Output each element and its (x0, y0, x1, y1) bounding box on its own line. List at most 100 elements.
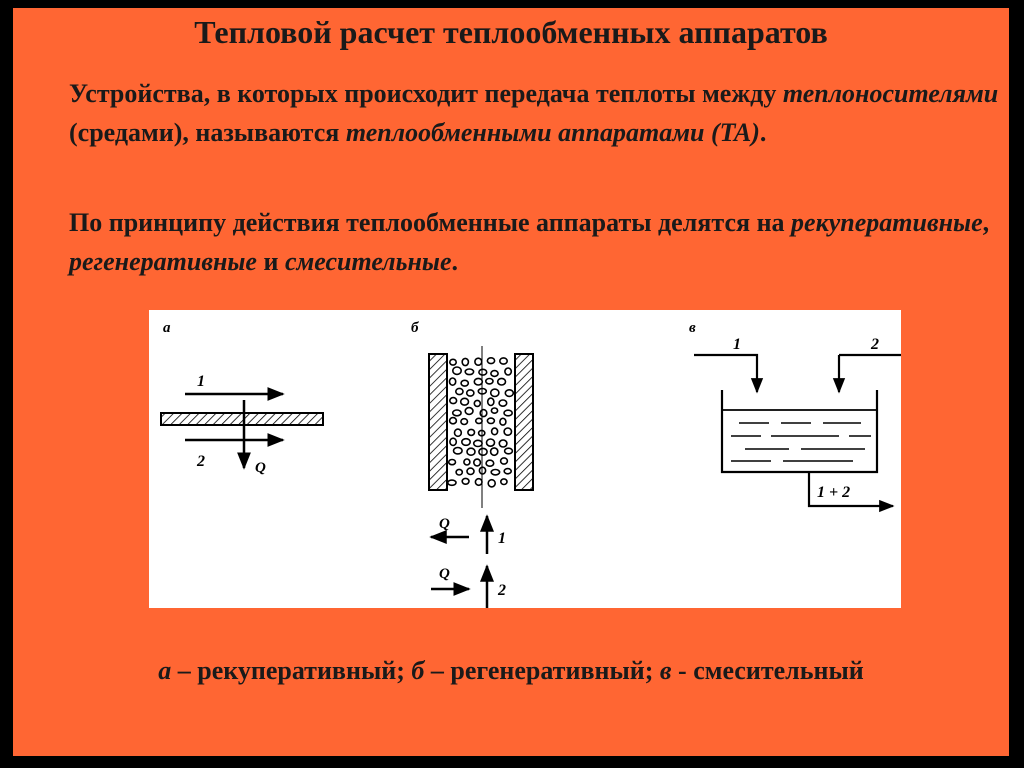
left-wall (428, 353, 448, 491)
packing-granule (503, 409, 513, 417)
packing-granule (477, 429, 486, 437)
packing-granule (464, 406, 474, 416)
recuperative-scheme: а 1 2 Q (160, 320, 324, 476)
packing-granule (460, 417, 469, 426)
mixing-scheme: в 1 2 1 + 2 (689, 320, 901, 513)
packing-granule (474, 357, 483, 367)
packing-granule (448, 377, 457, 386)
packing-granule (466, 467, 475, 476)
inlet-1-pipe (694, 353, 764, 394)
packing-granule (496, 377, 507, 386)
inlet-1-label: 1 (733, 336, 741, 353)
packing-granule (474, 417, 483, 425)
packing-granule (490, 369, 499, 378)
packing-granule (448, 416, 458, 425)
packing-granule (451, 409, 462, 417)
packing-granule (485, 459, 495, 467)
packing-granule (460, 437, 471, 447)
classification-term-mixing: смесительные (284, 247, 452, 276)
packing-granule (451, 366, 462, 376)
regenerative-scheme: б 1 Q 2 Q (411, 320, 534, 608)
flow-2-label: 2 (196, 453, 205, 470)
packing-granule (499, 478, 508, 486)
classification-text-2: , (982, 208, 990, 237)
packing-granule (477, 387, 488, 395)
classification-text-1: По принципу действия теплообменные аппар… (69, 208, 792, 237)
caption-key-b: б (411, 656, 425, 685)
label-v: в (689, 320, 696, 336)
packing-granule (448, 358, 457, 366)
packing-granule (463, 458, 471, 466)
packing-granule (490, 407, 499, 414)
packing-granule (466, 447, 476, 456)
mixing-tank (720, 390, 879, 474)
figure-caption: а – рекуперативный; б – регенеративный; … (13, 656, 1009, 686)
packing-granule (452, 446, 463, 455)
packing-granule (461, 357, 470, 367)
packing-material (446, 356, 515, 488)
separating-wall (160, 412, 324, 426)
packing-granule (455, 468, 464, 476)
packing-granule (449, 396, 458, 405)
definition-text-2: (средами), называются (69, 118, 346, 147)
definition-text-1: Устройства, в которых происходит передач… (69, 79, 783, 108)
packing-granule (503, 447, 514, 455)
inlet-2-label: 2 (870, 336, 879, 353)
heat-label-b1: Q (439, 516, 450, 532)
packing-granule (474, 477, 483, 487)
definition-paragraph: Устройства, в которых происходит передач… (69, 74, 1009, 152)
packing-granule (472, 439, 483, 448)
classification-term-regenerative: регенеративные (69, 247, 257, 276)
packing-granule (449, 437, 458, 447)
packing-granule (473, 399, 482, 408)
packing-granule (460, 379, 470, 387)
flow-1-label-b: 1 (498, 530, 506, 547)
packing-granule (446, 479, 457, 487)
packing-granule (478, 447, 488, 457)
classification-text-3: и (256, 247, 285, 276)
heat-exchanger-diagram: а 1 2 Q б 1 Q 2 (149, 310, 901, 608)
flow-2-label-b: 2 (497, 582, 506, 599)
packing-granule (499, 417, 507, 426)
packing-granule (478, 368, 488, 376)
packing-granule (498, 439, 508, 448)
packing-granule (479, 408, 488, 418)
packing-granule (454, 387, 464, 396)
caption-text-a: – рекуперативный; (171, 656, 412, 685)
packing-granule (453, 428, 463, 438)
packing-granule (465, 389, 475, 397)
heat-label-b2: Q (439, 566, 450, 582)
definition-term-heat-exchangers: теплообменными аппаратами (ТА) (345, 118, 760, 147)
packing-granule (490, 468, 501, 476)
packing-granule (473, 458, 482, 467)
caption-key-v: в (659, 656, 672, 685)
packing-granule (503, 427, 513, 436)
packing-granule (486, 417, 496, 425)
packing-granule (503, 467, 513, 475)
caption-text-b: – регенеративный; (424, 656, 660, 685)
flow-1-label: 1 (197, 373, 205, 390)
packing-granule (504, 367, 513, 376)
definition-term-heat-carriers: теплоносителями (782, 79, 999, 108)
packing-granule (487, 478, 497, 488)
packing-granule (485, 438, 496, 447)
packing-granule (484, 377, 494, 385)
packing-granule (499, 457, 509, 465)
packing-granule (447, 458, 457, 466)
caption-text-v: - смесительный (671, 656, 864, 685)
definition-text-3: . (759, 118, 767, 147)
packing-granule (459, 397, 470, 406)
outlet-label: 1 + 2 (817, 484, 850, 501)
packing-granule (464, 368, 475, 376)
packing-granule (486, 356, 496, 365)
packing-granule (467, 428, 476, 437)
packing-granule (473, 377, 484, 386)
classification-term-recuperative: рекуперативные (791, 208, 983, 237)
liquid-lines (731, 422, 871, 462)
packing-granule (498, 357, 508, 365)
label-b: б (411, 320, 419, 336)
classification-paragraph: По принципу действия теплообменные аппар… (69, 203, 1009, 281)
packing-granule (478, 466, 487, 475)
packing-granule (504, 388, 515, 398)
right-wall (514, 353, 534, 491)
